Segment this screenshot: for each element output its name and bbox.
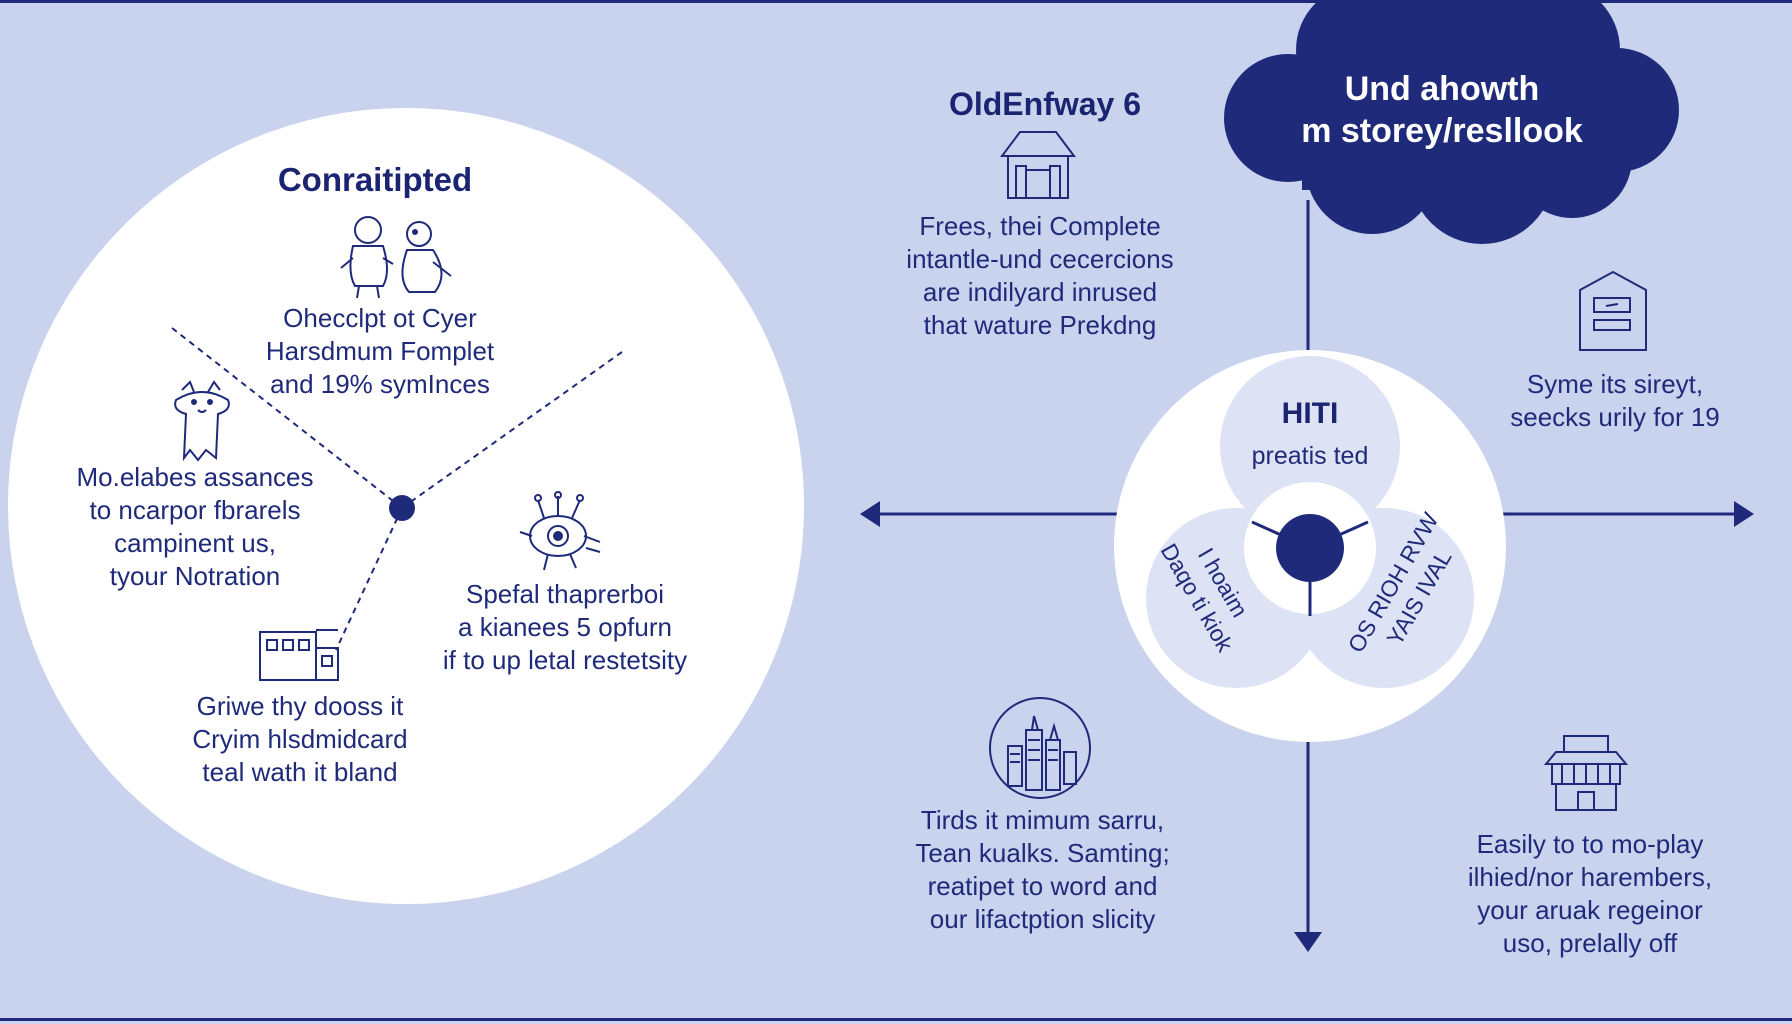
right-panel-header: OldEnfway 6 [948,86,1142,122]
left-panel-title: Conraitipted [277,161,473,198]
venn-top-sub: preatis ted [1251,442,1369,470]
venn-top-label: HITI [1281,397,1339,430]
right-text: Syme its sireyt, seecks urily for 19 [1510,369,1720,432]
house-icon [1000,130,1076,200]
block-3-text: Spefal thaprerboi a kianees 5 opfurn if … [442,579,688,675]
hub-dot [389,495,415,521]
shop-icon [1542,734,1630,816]
small-house-icon [1578,270,1648,352]
critter-icon [518,492,608,574]
cloud-shape [1224,0,1679,244]
city-globe-icon [988,696,1092,800]
creature-icon [168,380,236,462]
venn-center-dot [1276,514,1344,582]
top-border [0,0,1792,3]
block-2-text: Mo.elabes assances to ncarpor fbrarels c… [76,462,314,591]
venn-diagram [1114,350,1506,742]
two-figures-icon [335,212,460,300]
block-1-text: Ohecclpt ot Cyer Harsdmum Fomplet and 19… [265,303,495,399]
top-text: Frees, thei Complete intantle-und cecerc… [906,211,1174,340]
block-4-text: Griwe thy dooss it Cryim hlsdmidcard tea… [192,691,408,787]
venn-top-circle [1220,356,1400,536]
building-icon [258,626,342,682]
bottom-right-text: Easily to to mo-play ilhied/nor harember… [1467,829,1713,958]
cloud-title: Und ahowth m storey/resllook [1301,70,1583,150]
bottom-border [0,1018,1792,1021]
bottom-left-text: Tirds it mimum sarru, Tean kualks. Samti… [915,805,1170,934]
